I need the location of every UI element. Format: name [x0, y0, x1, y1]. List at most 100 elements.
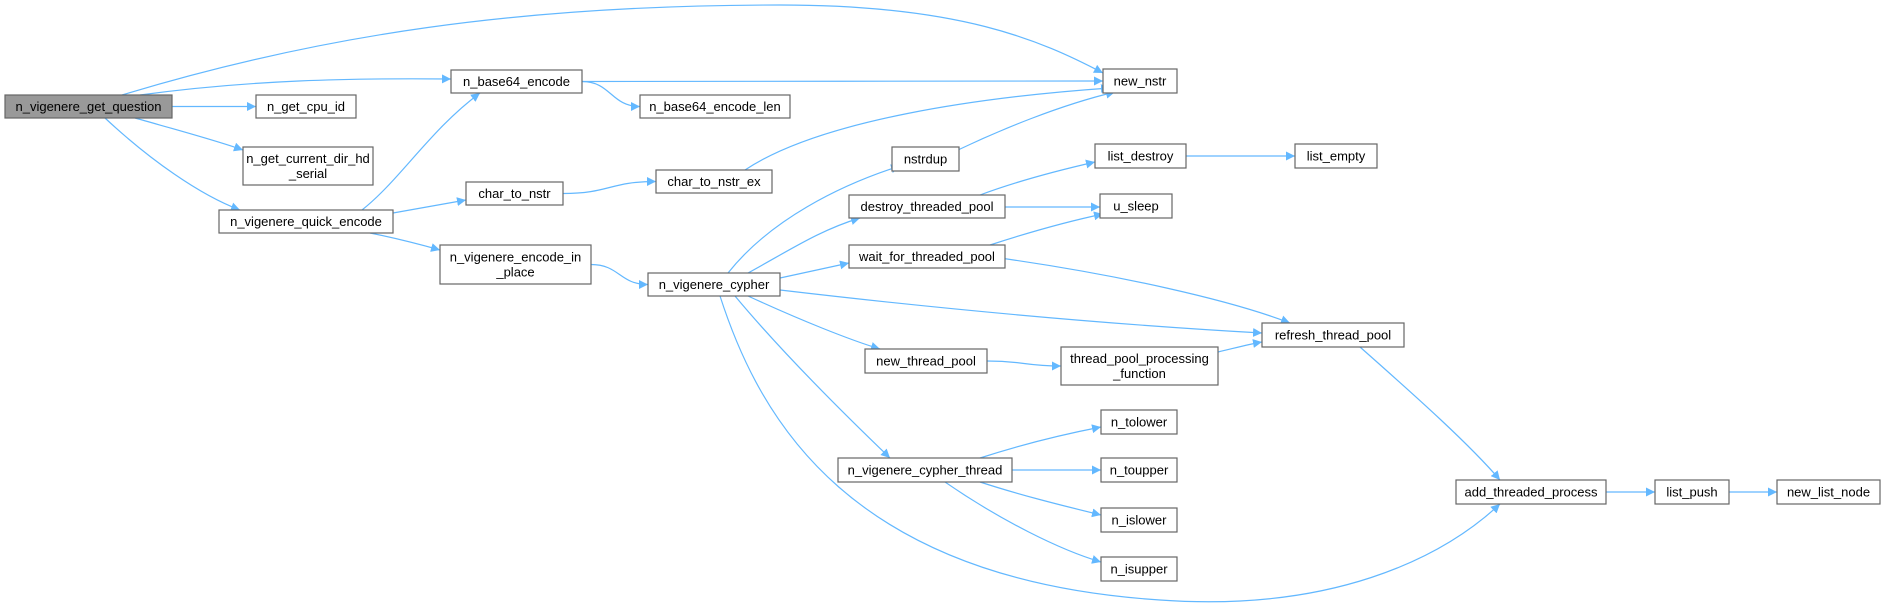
node-label: new_nstr [1114, 74, 1167, 89]
node-new_list_node[interactable]: new_list_node [1776, 479, 1881, 505]
node-label: n_get_cpu_id [267, 99, 345, 114]
edge-n_vigenere_cypher-to-new_thread_pool [747, 295, 881, 351]
edge-n_vigenere_encode_in_place-to-n_vigenere_cypher [590, 263, 649, 289]
node-n_islower[interactable]: n_islower [1100, 507, 1178, 533]
node-label: n_base64_encode [463, 74, 570, 89]
edge-n_vigenere_cypher_thread-to-n_isupper [944, 481, 1102, 564]
node-box [1100, 507, 1178, 533]
node-box [647, 272, 781, 297]
node-list_push[interactable]: list_push [1654, 479, 1730, 505]
node-box [639, 94, 791, 119]
node-box [1294, 143, 1378, 169]
edge-n_vigenere_get_question-to-n_get_current_dir_hd_serial [134, 117, 244, 152]
node-label: thread_pool_processing [1070, 351, 1209, 366]
node-label: destroy_threaded_pool [861, 199, 994, 214]
node-box [218, 209, 394, 234]
node-nstrdup[interactable]: nstrdup [891, 146, 960, 172]
node-box [837, 457, 1013, 483]
node-label: n_base64_encode_len [649, 99, 781, 114]
node-label: n_vigenere_cypher [659, 277, 770, 292]
node-label: n_toupper [1110, 463, 1169, 478]
edge-char_to_nstr-to-char_to_nstr_ex [562, 177, 657, 195]
edge-n_vigenere_get_question-to-n_vigenere_quick_encode [104, 117, 241, 212]
node-label: _place [495, 265, 534, 280]
edge-n_vigenere_get_question-to-n_base64_encode [139, 74, 452, 96]
node-box [450, 69, 583, 94]
node-label: n_tolower [1111, 415, 1168, 430]
node-box [1776, 479, 1881, 505]
node-n_get_current_dir_hd_serial[interactable]: n_get_current_dir_hd_serial [242, 146, 374, 186]
node-new_thread_pool[interactable]: new_thread_pool [864, 348, 988, 374]
node-list_empty[interactable]: list_empty [1294, 143, 1378, 169]
node-destroy_threaded_pool[interactable]: destroy_threaded_pool [848, 194, 1006, 219]
node-label: char_to_nstr [478, 186, 551, 201]
node-box [655, 169, 773, 194]
edge-wait_for_threaded_pool-to-refresh_thread_pool [999, 257, 1291, 324]
node-label: wait_for_threaded_pool [858, 249, 995, 264]
node-n_vigenere_encode_in_place[interactable]: n_vigenere_encode_in_place [439, 244, 592, 285]
nodes-layer: n_vigenere_get_question n_get_cpu_id n_get… [4, 68, 1881, 582]
node-box [465, 181, 564, 206]
node-n_vigenere_cypher_thread[interactable]: n_vigenere_cypher_thread [837, 457, 1013, 483]
node-wait_for_threaded_pool[interactable]: wait_for_threaded_pool [848, 244, 1006, 269]
edge-char_to_nstr_ex-to-new_nstr [744, 84, 1111, 171]
edge-n_vigenere_cypher-to-destroy_threaded_pool [747, 216, 861, 274]
node-box [1100, 556, 1178, 582]
edge-n_vigenere_cypher-to-refresh_thread_pool [779, 289, 1263, 337]
node-label: n_isupper [1110, 562, 1168, 577]
node-add_threaded_process[interactable]: add_threaded_process [1455, 479, 1607, 505]
node-label: u_sleep [1113, 199, 1159, 214]
edge-new_thread_pool-to-thread_pool_processing_function [986, 360, 1062, 371]
node-char_to_nstr_ex[interactable]: char_to_nstr_ex [655, 169, 773, 194]
node-label: n_get_current_dir_hd [246, 151, 370, 166]
node-box [1455, 479, 1607, 505]
node-thread_pool_processing_function[interactable]: thread_pool_processing_function [1060, 346, 1219, 386]
node-n_tolower[interactable]: n_tolower [1100, 409, 1178, 435]
edge-refresh_thread_pool-to-add_threaded_process [1359, 346, 1501, 481]
node-new_nstr[interactable]: new_nstr [1102, 68, 1178, 94]
node-box [864, 348, 988, 374]
node-box [891, 146, 960, 172]
edge-thread_pool_processing_function-to-refresh_thread_pool [1217, 339, 1263, 353]
node-n_isupper[interactable]: n_isupper [1100, 556, 1178, 582]
node-char_to_nstr[interactable]: char_to_nstr [465, 181, 564, 206]
node-label: n_vigenere_get_question [15, 99, 161, 114]
edges-layer [104, 4, 1777, 603]
node-label: _serial [288, 166, 327, 181]
node-label: nstrdup [904, 152, 947, 167]
node-label: refresh_thread_pool [1275, 328, 1391, 343]
node-box [848, 244, 1006, 269]
node-n_vigenere_quick_encode[interactable]: n_vigenere_quick_encode [218, 209, 394, 234]
node-label: char_to_nstr_ex [667, 174, 761, 189]
node-n_vigenere_cypher[interactable]: n_vigenere_cypher [647, 272, 781, 297]
node-label: list_destroy [1108, 149, 1174, 164]
node-n_vigenere_get_question[interactable]: n_vigenere_get_question [4, 94, 173, 119]
node-n_get_cpu_id[interactable]: n_get_cpu_id [255, 94, 357, 119]
node-box [1099, 193, 1173, 219]
edge-n_vigenere_cypher_thread-to-n_tolower [979, 424, 1102, 459]
edge-n_vigenere_quick_encode-to-n_base64_encode [361, 92, 481, 211]
node-label: n_vigenere_encode_in [450, 250, 582, 265]
edge-n_vigenere_cypher-to-n_vigenere_cypher_thread [734, 295, 891, 459]
node-box [1094, 143, 1187, 169]
node-box [1654, 479, 1730, 505]
node-label: _function [1112, 366, 1166, 381]
node-box [1102, 68, 1178, 94]
edge-n_vigenere_quick_encode-to-n_vigenere_encode_in_place [369, 232, 441, 252]
node-box [848, 194, 1006, 219]
edge-n_vigenere_cypher-to-wait_for_threaded_pool [779, 260, 850, 279]
node-n_toupper[interactable]: n_toupper [1100, 457, 1178, 483]
edge-wait_for_threaded_pool-to-u_sleep [989, 211, 1104, 246]
node-box [1261, 322, 1405, 348]
node-label: n_islower [1112, 513, 1168, 528]
node-list_destroy[interactable]: list_destroy [1094, 143, 1187, 169]
node-label: new_list_node [1787, 485, 1870, 500]
edge-nstrdup-to-new_nstr [957, 89, 1116, 151]
node-n_base64_encode[interactable]: n_base64_encode [450, 69, 583, 94]
node-refresh_thread_pool[interactable]: refresh_thread_pool [1261, 322, 1405, 348]
edge-n_vigenere_cypher-to-add_threaded_process [719, 295, 1501, 603]
node-u_sleep[interactable]: u_sleep [1099, 193, 1173, 219]
edge-n_vigenere_cypher_thread-to-n_islower [979, 481, 1102, 518]
node-n_base64_encode_len[interactable]: n_base64_encode_len [639, 94, 791, 119]
